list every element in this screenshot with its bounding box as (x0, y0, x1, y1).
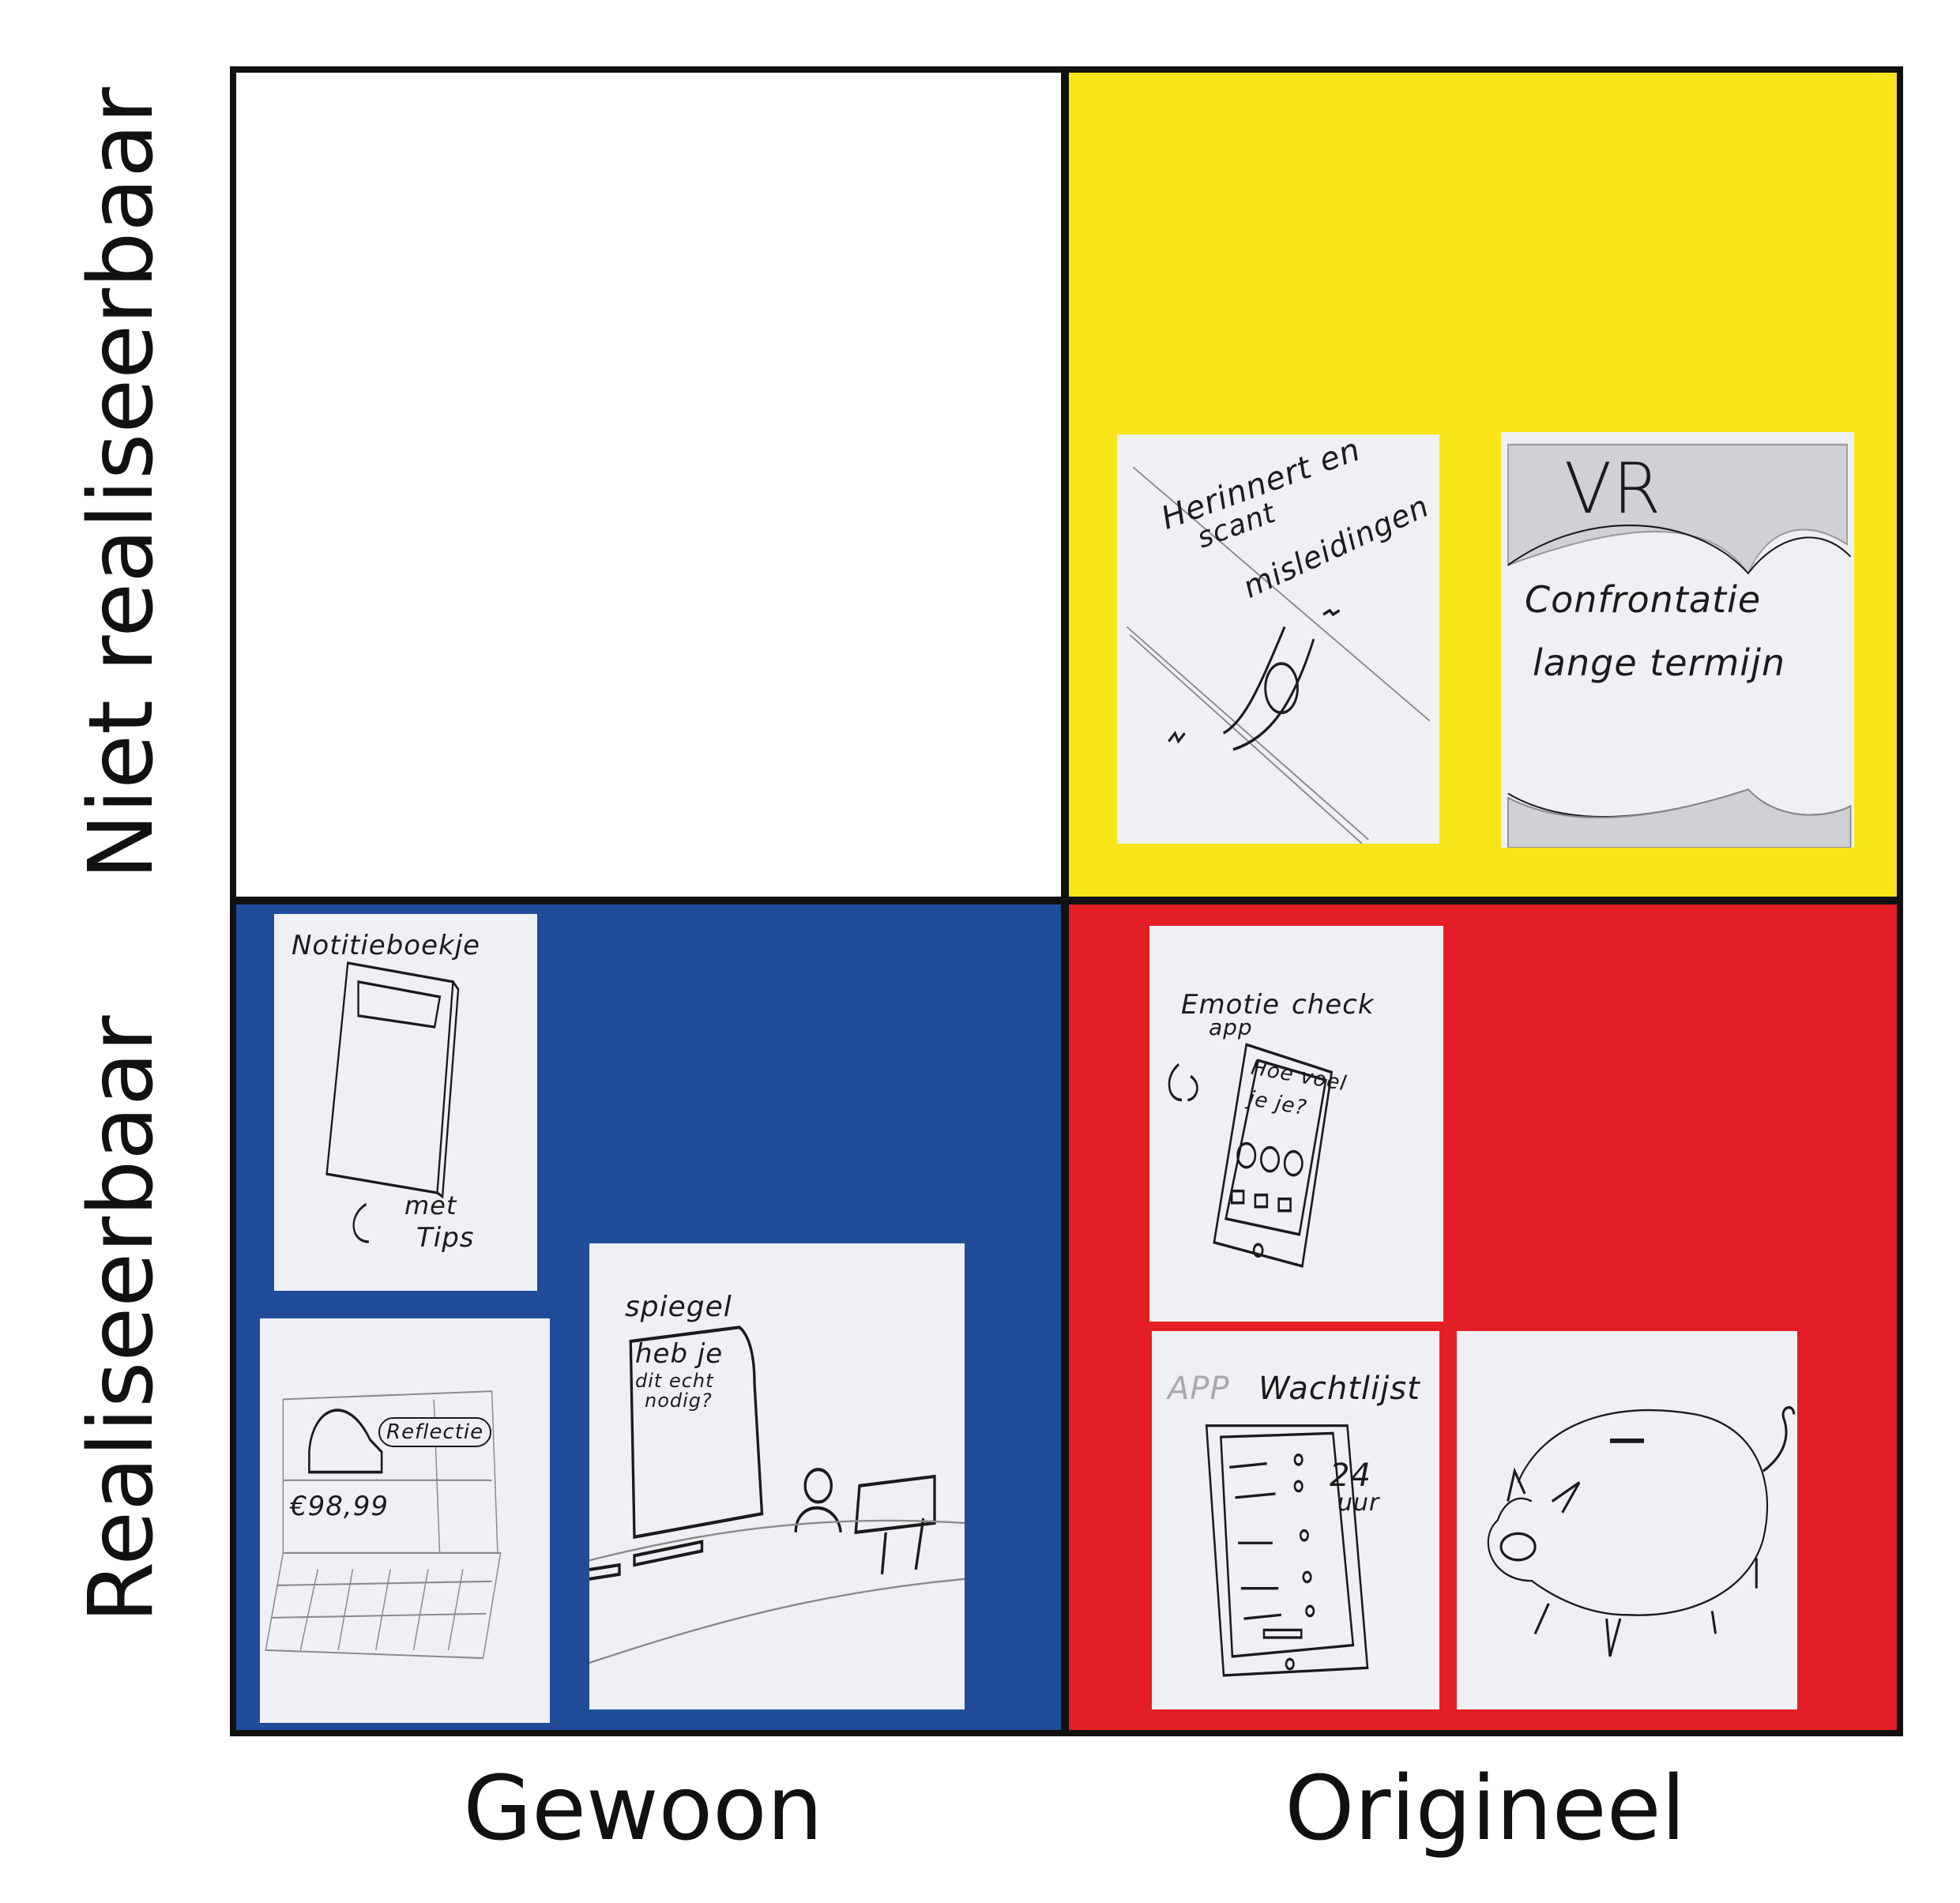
sketch-text-line: nodig? (645, 1390, 713, 1412)
x-axis-label-left: Gewoon (463, 1758, 823, 1860)
sketch-notitieboekje: Notitieboekje met Tips (274, 914, 537, 1291)
sketch-spaarvarken (1457, 1331, 1797, 1709)
sketch-title: VR (1564, 448, 1662, 529)
notebook-drawing (325, 961, 460, 1243)
sketch-price: €98,99 (290, 1491, 389, 1522)
sketch-herinnert-scant-misleidingen: Herinnert en scant misleidingen (1117, 434, 1439, 844)
sketch-text-line: lange termijn (1533, 641, 1786, 684)
x-axis-label-right: Origineel (1285, 1758, 1686, 1860)
laptop-drawing (265, 1390, 502, 1660)
sketch-text-line: heb je (635, 1338, 724, 1370)
y-axis-label-bottom: Realiseerbaar (70, 1015, 173, 1623)
sketch-title: Notitieboekje (292, 930, 481, 961)
quadrant-niet-realiseerbaar-gewoon (232, 69, 1065, 901)
sketch-vr-confrontatie: VR Confrontatie lange termijn (1501, 432, 1854, 848)
sketch-text-line: Confrontatie (1525, 578, 1762, 621)
y-axis-label-top: Niet realiseerbaar (70, 87, 173, 880)
sketch-title: check (1292, 989, 1375, 1021)
sketch-app-wachtlijst: APP Wachtlijst 24 uur (1152, 1331, 1439, 1709)
horizontal-divider (230, 897, 1903, 904)
piggy-bank-drawing (1487, 1406, 1796, 1657)
phone-drawing (1168, 1043, 1334, 1268)
road-sketch-drawing (1126, 466, 1431, 844)
sketch-title: APP (1168, 1371, 1230, 1407)
sketch-text-line: Tips (416, 1222, 475, 1254)
sketch-spiegel: spiegel heb je dit echt nodig? (589, 1243, 965, 1709)
clouds-sketch-drawing (1507, 443, 1852, 848)
sketch-bubble-text: Reflectie (378, 1417, 492, 1447)
phone-list-drawing (1205, 1424, 1369, 1677)
sketch-title: spiegel (625, 1291, 732, 1323)
sketch-text-line: 24 (1330, 1457, 1371, 1494)
sketch-emotie-check-app: Emotie app check Hoe voel je je? (1149, 926, 1443, 1322)
sketch-text-line: met (404, 1190, 457, 1220)
sketch-title: Emotie (1181, 989, 1281, 1021)
sketch-title: Wachtlijst (1258, 1371, 1420, 1407)
sketch-laptop-reflectie: Reflectie €98,99 (260, 1318, 550, 1723)
sketch-text-line: app (1209, 1014, 1253, 1040)
mirror-store-drawing (589, 1326, 965, 1664)
sketch-text-line: uur (1337, 1489, 1380, 1517)
sketch-text-line: dit echt (635, 1370, 714, 1392)
